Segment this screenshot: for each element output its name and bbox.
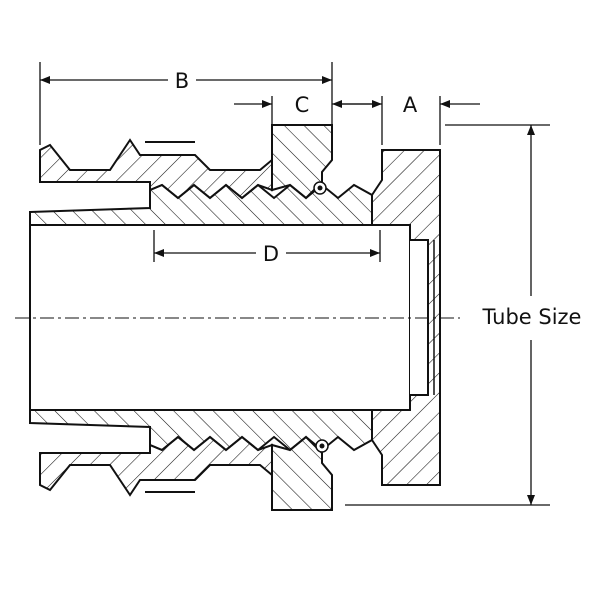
label-b: B (175, 69, 189, 93)
label-c: C (295, 93, 310, 117)
dimension-c: C (234, 93, 372, 125)
fitting-body (371, 149, 441, 486)
dimension-b: B (39, 62, 333, 145)
dimension-tube-size: Tube Size (345, 124, 582, 506)
tube-bore (29, 212, 410, 423)
label-tube-size: Tube Size (482, 305, 582, 329)
dimension-d: D (153, 230, 381, 266)
nut-upper (271, 124, 333, 200)
label-d: D (263, 242, 279, 266)
nut-lower (271, 435, 333, 511)
dimension-a: A (340, 93, 480, 145)
label-a: A (403, 93, 418, 117)
